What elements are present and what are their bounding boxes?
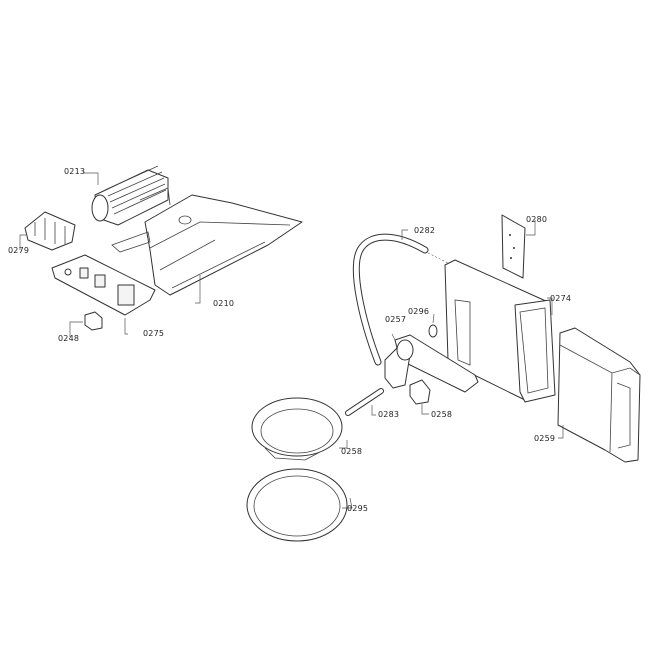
label-0258-valve: 0258 [431, 410, 453, 419]
pipe-part [345, 388, 384, 416]
cover-plate-part [111, 194, 303, 296]
label-0295: 0295 [347, 504, 369, 513]
label-0280: 0280 [526, 215, 548, 224]
board-part [51, 254, 156, 316]
pump-part [384, 334, 479, 393]
label-0248: 0248 [58, 334, 80, 343]
valve-part [409, 379, 431, 405]
label-0210: 0210 [213, 299, 235, 308]
label-0259: 0259 [534, 434, 556, 443]
label-0296: 0296 [408, 307, 430, 316]
label-0257: 0257 [385, 315, 407, 324]
label-0282: 0282 [414, 226, 436, 235]
relay-part [24, 211, 76, 251]
fan-part [91, 165, 171, 226]
label-0275: 0275 [143, 329, 165, 338]
water-tank-part [557, 327, 641, 463]
label-0283: 0283 [378, 410, 400, 419]
hose-part [352, 233, 449, 366]
seal-part [428, 324, 438, 338]
label-0279: 0279 [8, 246, 30, 255]
bowl-part [251, 397, 343, 461]
connector-part [84, 311, 103, 331]
tank-housing-part [444, 259, 556, 403]
label-0258-bowl: 0258 [341, 447, 363, 456]
circuit-board-part [501, 214, 526, 279]
ring-part [246, 468, 348, 542]
label-0274: 0274 [550, 294, 572, 303]
label-0213: 0213 [64, 167, 86, 176]
